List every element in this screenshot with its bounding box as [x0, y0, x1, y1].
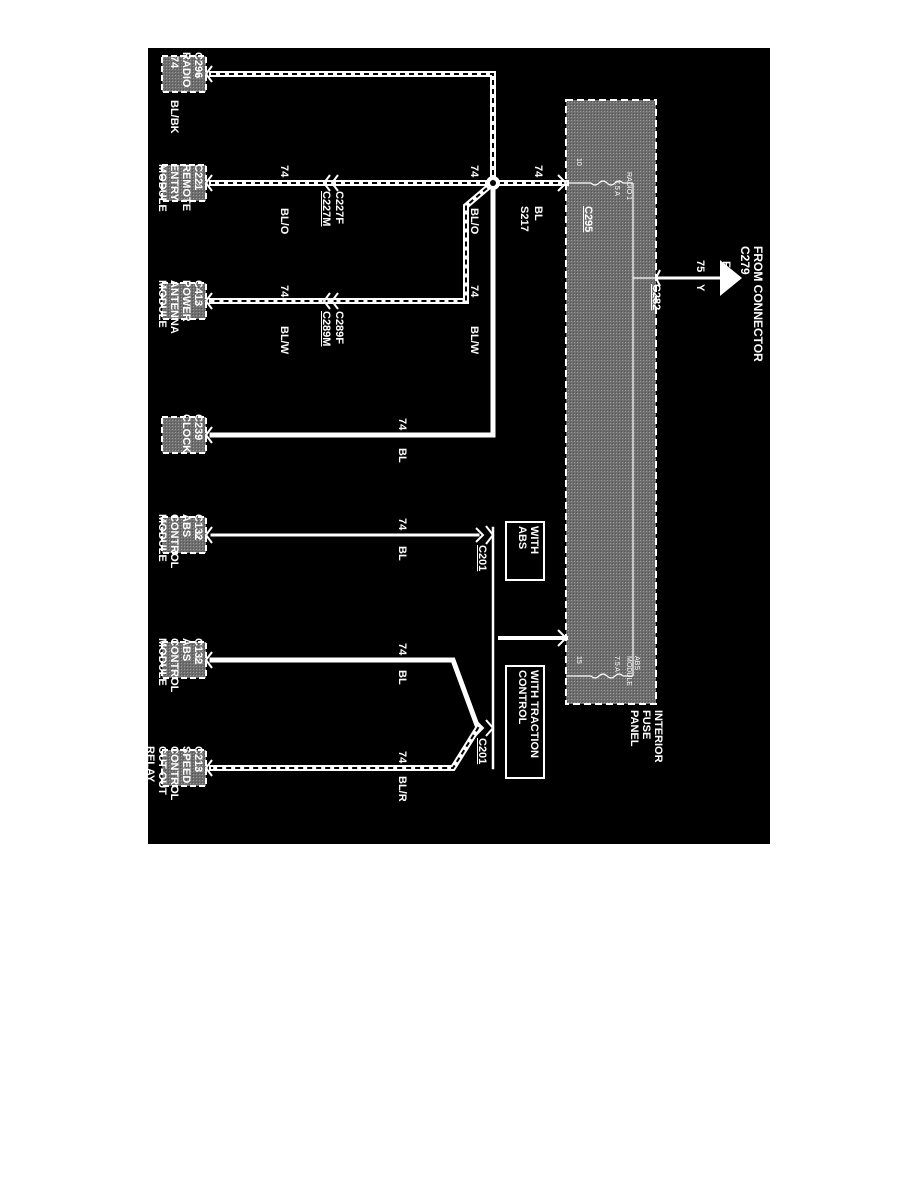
- remote-circuit-number: 74: [278, 165, 290, 178]
- antenna-inline-f: C289F: [333, 311, 345, 345]
- with-tc-label: WITH TRACTION CONTROL: [516, 670, 540, 758]
- remote-inline-f: C227F: [333, 191, 345, 225]
- splice-feed-color: BL: [532, 206, 544, 221]
- wire-tc-abs-module: [209, 657, 482, 732]
- abs-fuse-cavity: 15: [575, 656, 582, 664]
- tc-abs-circuit-color: BL: [396, 670, 408, 685]
- radio-fuse-label: RADIO 1: [625, 172, 632, 201]
- source-line2: C279: [738, 246, 752, 275]
- antenna-circuit-color-2: BL/W: [468, 326, 480, 355]
- component-box-abs-module: [161, 516, 207, 554]
- with-abs-label: WITH ABS: [516, 526, 540, 555]
- inline-connector-c227: [322, 174, 339, 192]
- splice-feed-number: 74: [532, 165, 544, 178]
- antenna-circuit-number-2: 74: [468, 285, 480, 298]
- component-box-remote-entry: [161, 164, 207, 202]
- component-box-clock: [161, 416, 207, 454]
- component-label-remote-entry: C221 REMOTE ENTRY MODULE: [156, 164, 204, 212]
- tc-abs-circuit-number: 74: [396, 643, 408, 656]
- component-label-abs-module: C132 ABS CONTROL MODULE: [156, 514, 204, 569]
- splice-id: S217: [518, 206, 530, 232]
- pin-radio: 6: [193, 74, 200, 78]
- clock-circuit-number: 74: [396, 418, 408, 431]
- pin-power-antenna: 2: [193, 300, 200, 304]
- tc-c201: C201: [476, 738, 488, 765]
- abs-fuse-amps: 7.5 A: [613, 656, 620, 672]
- source-circuit: 75: [694, 260, 706, 273]
- pin-abs-module: 11: [193, 532, 200, 540]
- antenna-inline-m: C289M: [320, 311, 332, 347]
- remote-circuit-color-2: BL/O: [468, 208, 480, 235]
- component-box-tc-abs-module: [161, 641, 207, 679]
- component-label-tc-abs-module: C132 ABS CONTROL MODULE: [156, 638, 204, 693]
- component-box-speed-relay: [161, 749, 207, 787]
- component-label-power-antenna: C413 POWER ANTENNA MODULE: [156, 280, 204, 334]
- pin-tc-abs-module: 21: [193, 657, 200, 665]
- source-connector: C282: [650, 284, 662, 311]
- component-box-power-antenna: [161, 282, 207, 320]
- fuse-panel-name: INTERIOR FUSE PANEL: [628, 710, 664, 763]
- wire-clock: [209, 180, 496, 438]
- antenna-circuit-number: 74: [278, 285, 290, 298]
- antenna-circuit-color: BL/W: [278, 326, 290, 355]
- component-label-radio: C296 RADIO: [180, 52, 204, 88]
- radio-circuit-color: BL/BK: [168, 100, 180, 134]
- wiring-diagram-panel: FROM CONNECTOR C279 F 75 Y C282 INTERIOR…: [144, 48, 770, 844]
- tc-relay-circuit-number: 74: [396, 751, 408, 764]
- clock-circuit-color: BL: [396, 448, 408, 463]
- component-box-radio: [161, 55, 207, 93]
- feed-connector-arrow: [720, 260, 742, 296]
- with-tc-box: [505, 665, 545, 779]
- abs-fuse-symbol: [578, 673, 624, 679]
- source-color: Y: [694, 284, 706, 292]
- tc-relay-circuit-color: BL/R: [396, 776, 408, 802]
- remote-inline-m: C227M: [320, 191, 332, 227]
- abs-circuit-number: 74: [396, 518, 408, 531]
- radio-circuit-number: 74: [168, 56, 180, 69]
- abs-c201: C201: [476, 545, 488, 572]
- radio-fuse-symbol: [578, 180, 624, 186]
- source-line1: FROM CONNECTOR: [751, 246, 765, 362]
- radio-fuse-amps: 7.5 A: [613, 180, 620, 196]
- inline-connector-c289: [322, 292, 339, 310]
- wiring-diagram-graphics: [161, 55, 742, 787]
- rotated-label-layer: FROM CONNECTOR C279 F 75 Y C282 INTERIOR…: [144, 48, 770, 844]
- source-pin: F: [720, 261, 732, 268]
- abs-circuit-color: BL: [396, 546, 408, 561]
- with-abs-box: [505, 521, 545, 581]
- remote-circuit-number-2: 74: [468, 165, 480, 178]
- remote-circuit-color: BL/O: [278, 208, 290, 235]
- pin-remote-entry: 2: [193, 182, 200, 186]
- component-label-speed-relay: C213 SPEED CONTROL CUT-OUT RELAY: [144, 746, 204, 801]
- radio-fuse-cavity: 10: [575, 158, 582, 166]
- pin-clock: 1: [193, 434, 200, 438]
- fuse-panel-box: [565, 99, 657, 705]
- fuse-panel-connector: C295: [582, 206, 594, 233]
- pin-speed-relay: 1: [193, 766, 200, 770]
